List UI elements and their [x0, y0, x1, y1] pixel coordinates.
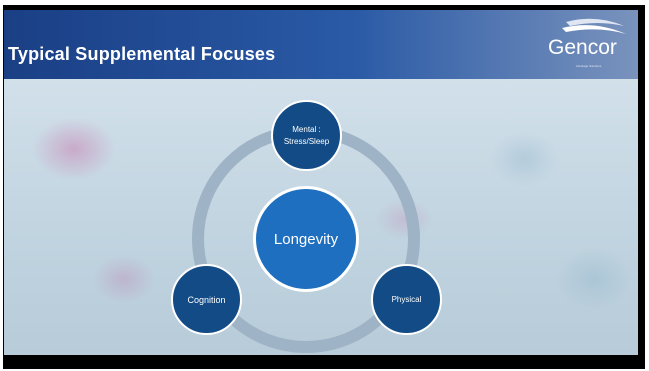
- slide-title: Typical Supplemental Focuses: [8, 44, 276, 64]
- logo-swoosh-icon: [562, 18, 626, 34]
- header-bar: Typical Supplemental Focuses Gencor Life…: [4, 10, 638, 79]
- logo-tagline: Lifestage Solutions: [576, 64, 602, 68]
- node-physical: Physical: [371, 264, 442, 335]
- node-mental-line2: Stress/Sleep: [283, 136, 330, 146]
- node-cognition-label: Cognition: [187, 294, 226, 305]
- gencor-logo: Gencor Lifestage Solutions: [536, 16, 628, 76]
- node-physical-label: Physical: [391, 295, 422, 304]
- logo-wordmark: Gencor: [548, 36, 617, 59]
- node-cognition: Cognition: [171, 264, 242, 335]
- node-mental-line1: Mental :: [292, 124, 321, 134]
- center-node: Longevity: [253, 186, 359, 292]
- center-node-label: Longevity: [273, 230, 339, 248]
- node-mental: Mental : Stress/Sleep: [271, 100, 342, 171]
